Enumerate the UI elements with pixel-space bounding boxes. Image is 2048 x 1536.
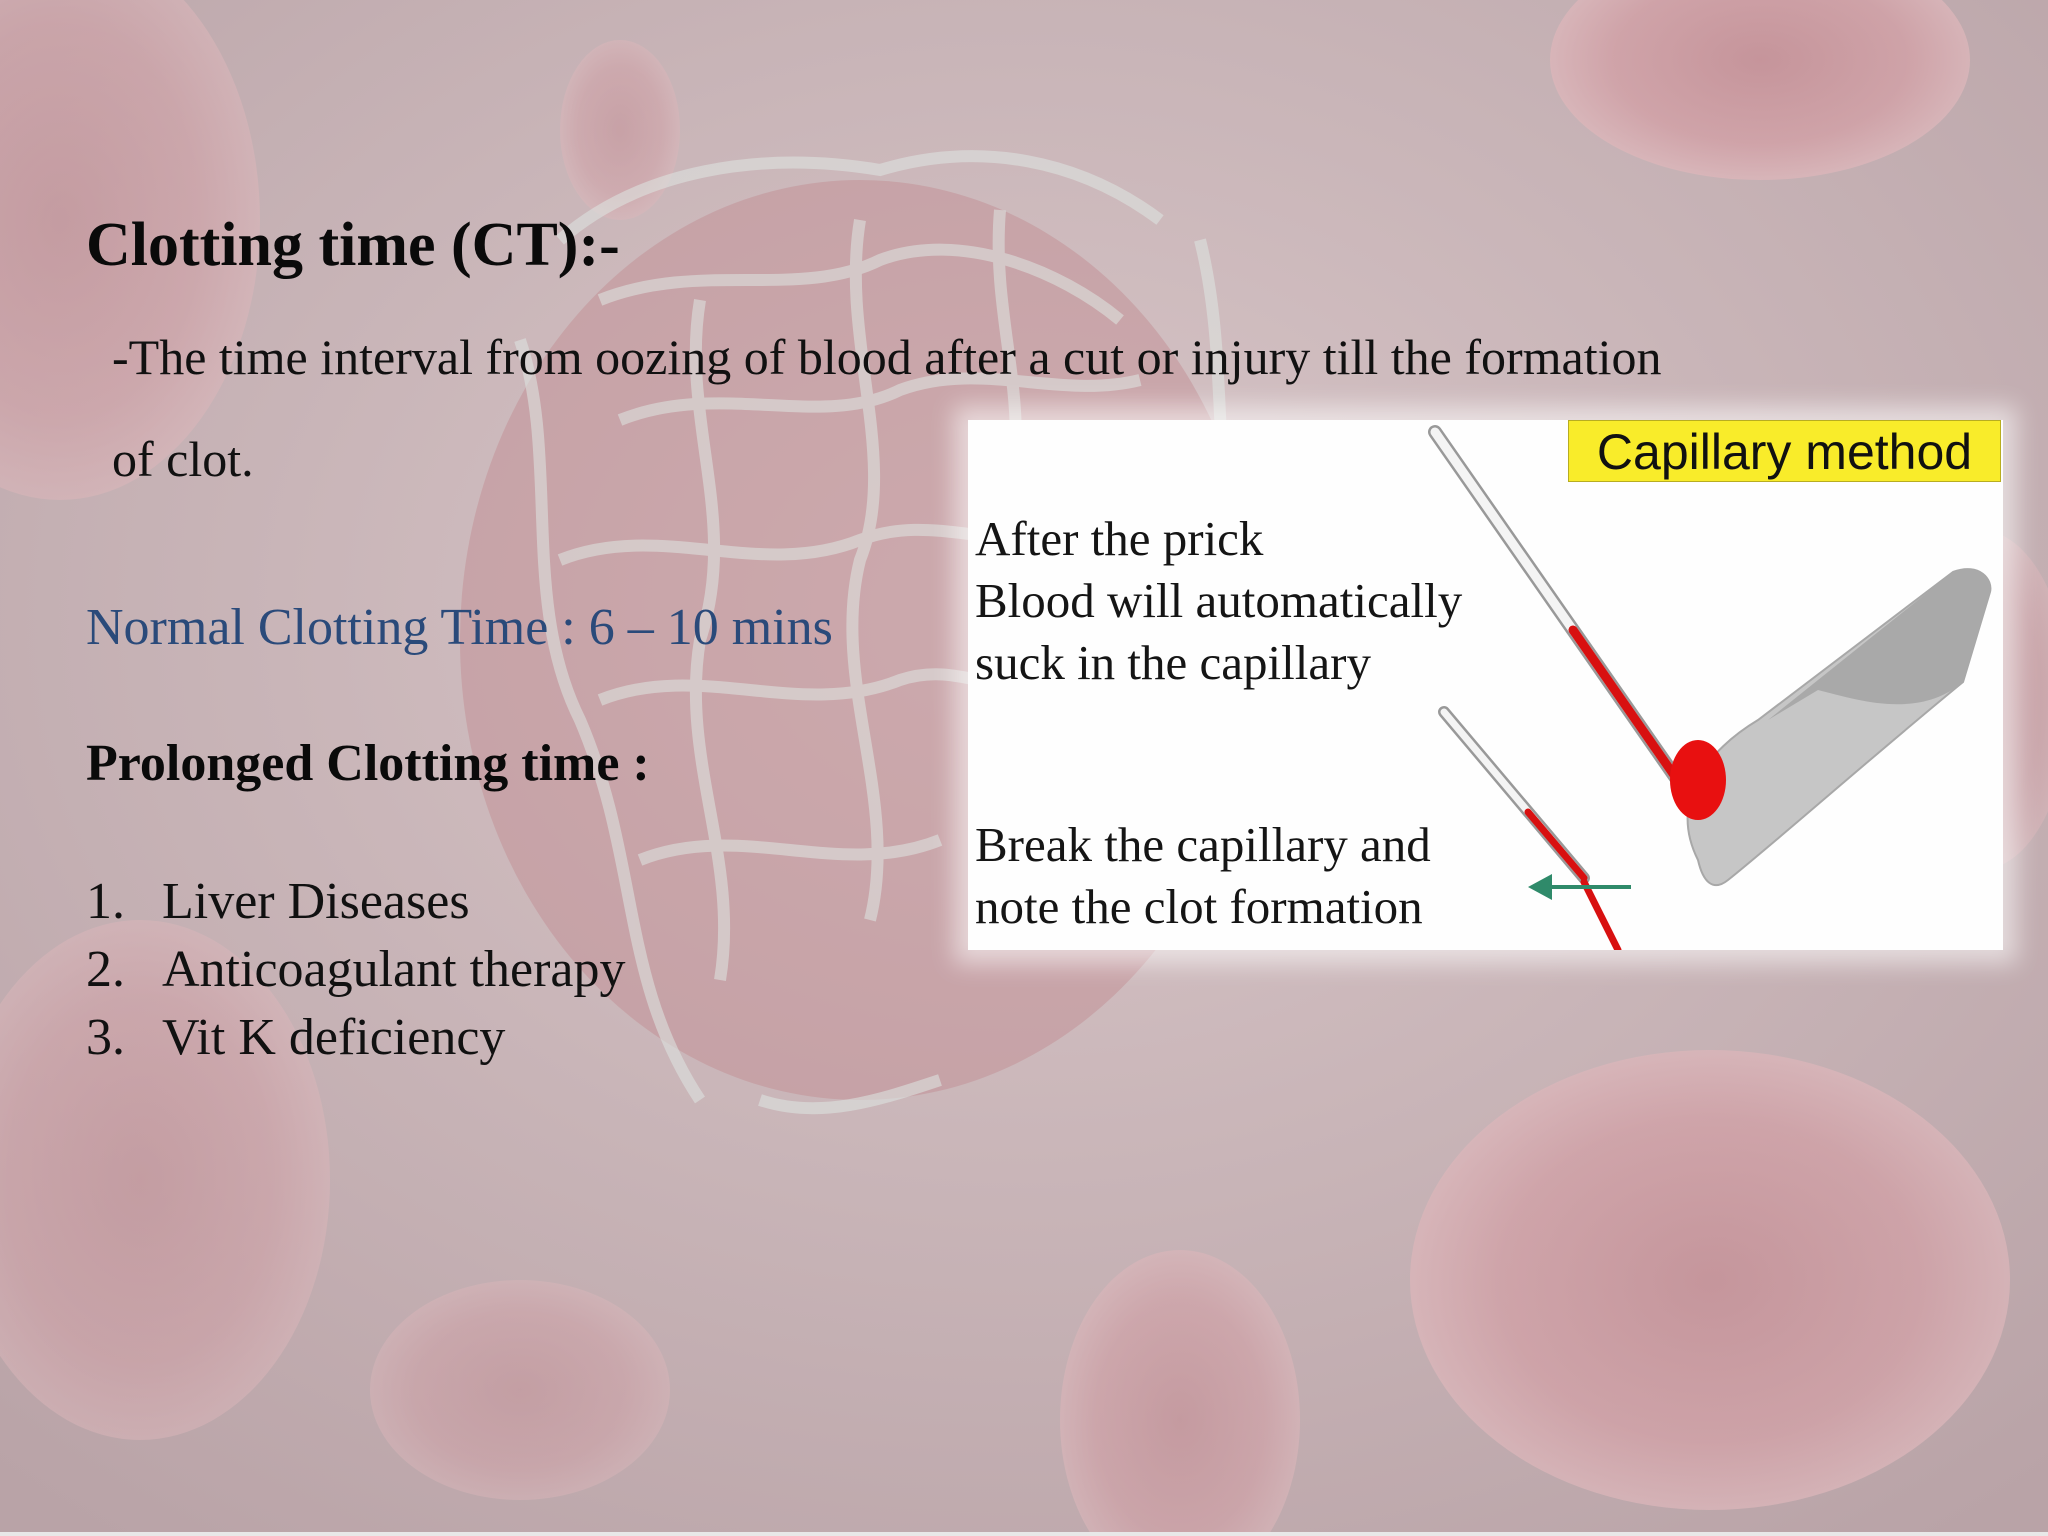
list-item: 1. Liver Diseases xyxy=(86,868,626,936)
capillary-method-badge: Capillary method xyxy=(1568,420,2001,482)
list-item: 2. Anticoagulant therapy xyxy=(86,936,626,1004)
blood-drop xyxy=(1670,740,1726,820)
prolonged-heading: Prolonged Clotting time : xyxy=(86,735,650,792)
list-item: 3. Vit K deficiency xyxy=(86,1004,626,1072)
step2-caption: Break the capillary and note the clot fo… xyxy=(975,814,1431,938)
list-item-text: Anticoagulant therapy xyxy=(162,941,626,998)
caption-line: After the prick xyxy=(975,511,1264,566)
caption-line: Blood will automatically xyxy=(975,573,1463,628)
slide-title: Clotting time (CT):- xyxy=(86,211,620,279)
causes-list: 1. Liver Diseases 2. Anticoagulant therapy… xyxy=(86,868,626,1072)
list-number: 3. xyxy=(86,1009,125,1066)
caption-line: Break the capillary and xyxy=(975,817,1431,872)
list-number: 1. xyxy=(86,873,125,930)
capillary-illustration xyxy=(1428,425,1992,950)
left-arrow-icon xyxy=(1528,874,1631,900)
capillary-method-figure: Capillary method After the prick Blood w… xyxy=(968,420,2003,950)
list-item-text: Vit K deficiency xyxy=(162,1009,506,1066)
caption-line: note the clot formation xyxy=(975,879,1423,934)
slide-bottom-edge xyxy=(0,1532,2048,1536)
caption-line: suck in the capillary xyxy=(975,635,1371,690)
blood-in-capillary xyxy=(1568,625,1688,793)
list-item-text: Liver Diseases xyxy=(162,873,470,930)
definition-text: -The time interval from oozing of blood … xyxy=(112,329,1662,487)
fingernail-shape xyxy=(1768,569,1991,720)
list-number: 2. xyxy=(86,941,125,998)
step1-caption: After the prick Blood will automatically… xyxy=(975,508,1462,694)
normal-clotting-time: Normal Clotting Time : 6 – 10 mins xyxy=(86,599,833,656)
